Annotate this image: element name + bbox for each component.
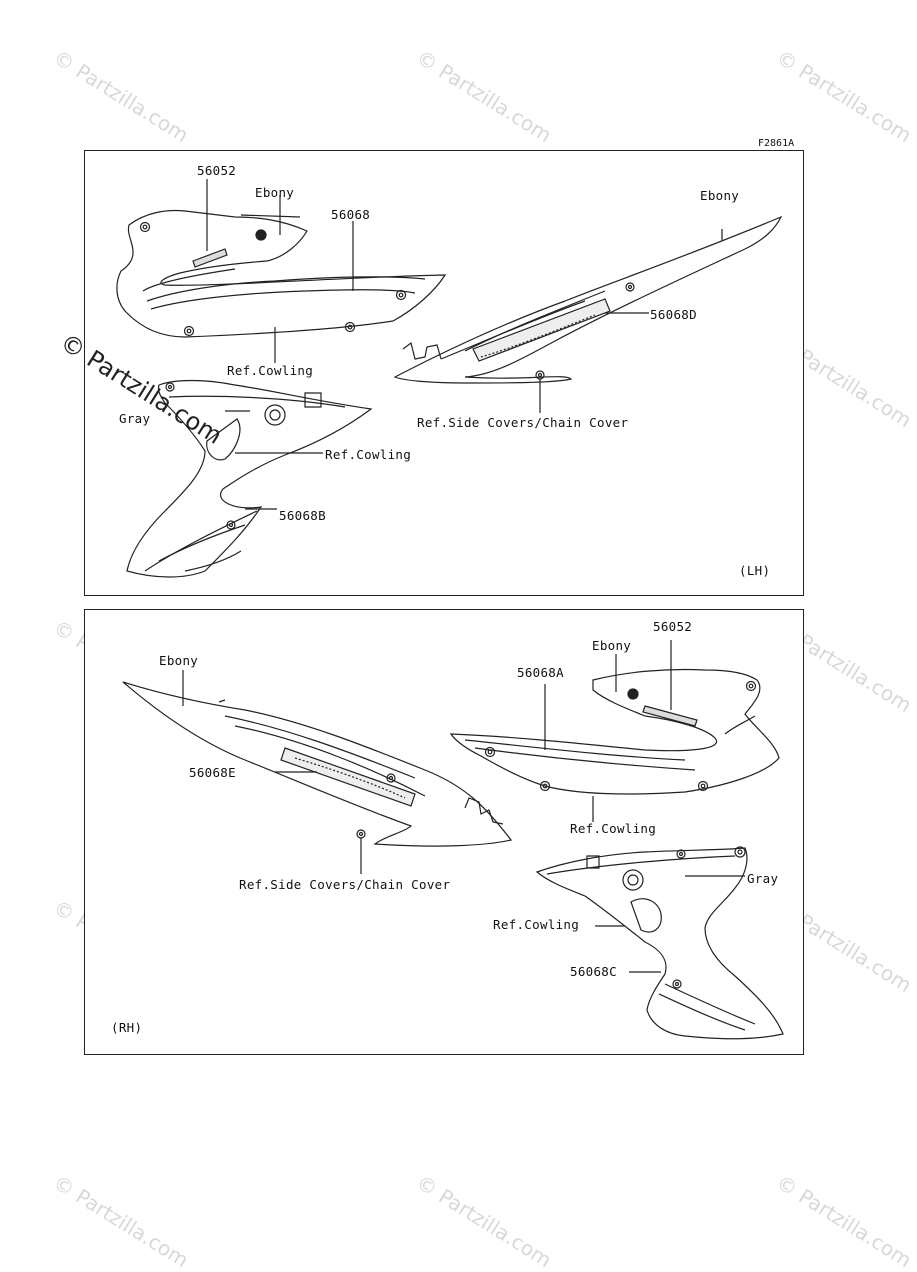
panel-rh: Ebony Ebony 56052 56068A 56068E Ref.Cowl…: [84, 609, 804, 1055]
rh-side-cover-decal: [122, 681, 513, 847]
figure-id: F2861A: [758, 138, 795, 149]
label-56068a: 56068A: [517, 665, 564, 680]
watermark: © Partzilla.com: [49, 45, 193, 148]
watermark: © Partzilla.com: [772, 1170, 916, 1272]
lh-side-cover-decal: [393, 215, 783, 384]
label-ebony: Ebony: [159, 653, 199, 668]
lh-lower-panel-decal: [126, 379, 373, 578]
label-ref-cowling: Ref.Cowling: [325, 447, 412, 462]
label-ebony: Ebony: [255, 185, 295, 200]
panel-lh: 56052 Ebony 56068 Ebony 56068D Ref.Cowli…: [84, 150, 804, 596]
rh-parts-drawing: [122, 640, 784, 1040]
watermark: © Partzilla.com: [49, 1170, 193, 1272]
rh-lower-panel-decal: [535, 846, 784, 1040]
label-56068e: 56068E: [189, 765, 236, 780]
label-56052: 56052: [197, 163, 237, 178]
watermark: © Partzilla.com: [772, 45, 916, 148]
label-56068d: 56068D: [650, 307, 697, 322]
label-ref-cowling: Ref.Cowling: [227, 363, 314, 378]
rh-cowling-decal: [449, 668, 780, 795]
lh-cowling-decal: [116, 209, 447, 338]
label-ref-side-covers: Ref.Side Covers/Chain Cover: [239, 877, 451, 892]
label-ref-cowling: Ref.Cowling: [570, 821, 657, 836]
watermark: © Partzilla.com: [412, 45, 556, 148]
watermark: © Partzilla.com: [412, 1170, 556, 1272]
label-ebony: Ebony: [592, 638, 632, 653]
label-56052: 56052: [653, 619, 693, 634]
label-gray: Gray: [747, 871, 779, 886]
label-56068: 56068: [331, 207, 371, 222]
label-ebony: Ebony: [700, 188, 740, 203]
lh-parts-drawing: [116, 179, 783, 578]
label-side-lh: (LH): [739, 563, 771, 578]
label-56068b: 56068B: [279, 508, 326, 523]
label-ref-cowling: Ref.Cowling: [493, 917, 580, 932]
label-56068c: 56068C: [570, 964, 617, 979]
label-gray: Gray: [119, 411, 151, 426]
label-side-rh: (RH): [111, 1020, 143, 1035]
label-ref-side-covers: Ref.Side Covers/Chain Cover: [417, 415, 629, 430]
